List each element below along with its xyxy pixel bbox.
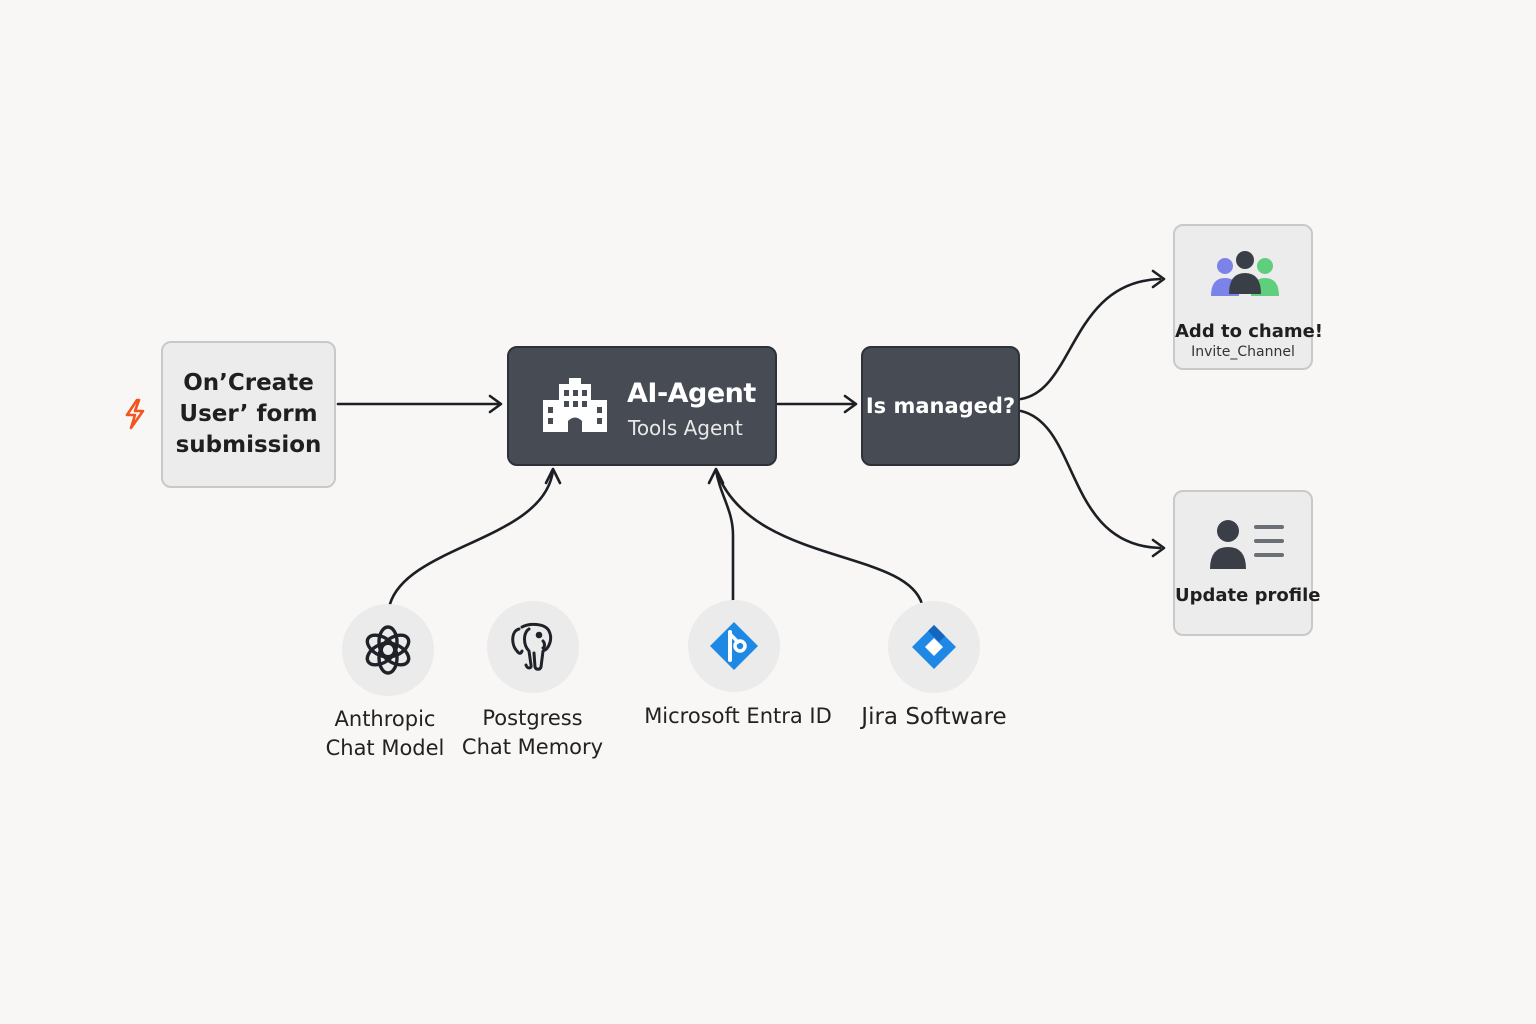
trigger-label: On’Create User’ form submission	[175, 370, 322, 458]
edge-decision-to-channel	[1019, 277, 1162, 401]
postgres-label-line1: Postgress	[482, 706, 583, 730]
anthropic-icon	[365, 625, 411, 675]
entra-tool-node[interactable]	[688, 600, 780, 692]
anthropic-tool-node[interactable]	[342, 604, 434, 696]
add-to-channel-title: Add to chame!	[1175, 321, 1324, 342]
jira-icon	[912, 625, 956, 669]
entra-label-line1: Microsoft Entra ID	[644, 704, 832, 728]
trigger-node[interactable]: On’Create User’ form submission	[161, 341, 336, 488]
ai-agent-subtitle: Tools Agent	[628, 416, 743, 440]
entra-tool-label: Microsoft Entra ID	[640, 702, 836, 731]
ai-agent-title: AI-Agent	[627, 378, 756, 409]
is-managed-node[interactable]: Is managed?	[861, 346, 1020, 466]
arrowhead-agent-bottom-right	[707, 467, 725, 485]
anthropic-tool-label: Anthropic Chat Model	[315, 705, 455, 763]
edge-jira-to-agent	[714, 468, 924, 606]
users-group-icon	[1211, 251, 1279, 296]
edge-entra-to-agent	[714, 468, 735, 603]
arrowhead-agent-bottom-left	[544, 467, 562, 485]
arrowhead-decision	[843, 394, 858, 414]
update-profile-node[interactable]: Update profile	[1173, 490, 1321, 636]
ai-agent-node[interactable]: AI-Agent Tools Agent	[507, 346, 777, 466]
update-profile-title: Update profile	[1175, 585, 1321, 606]
building-icon	[543, 378, 607, 432]
entra-id-icon	[710, 622, 758, 670]
is-managed-label: Is managed?	[865, 394, 1016, 418]
jira-tool-label: Jira Software	[852, 703, 1016, 732]
arrowhead-profile	[1151, 538, 1166, 558]
add-to-channel-node[interactable]: Add to chame! Invite_Channel	[1173, 224, 1324, 370]
profile-card-icon	[1210, 520, 1284, 569]
arrowhead-agent-left	[488, 394, 503, 414]
anthropic-label-line2: Chat Model	[325, 736, 445, 760]
jira-tool-node[interactable]	[888, 601, 980, 693]
lightning-bolt-icon	[125, 398, 145, 430]
edge-anthropic-to-agent	[388, 468, 555, 606]
postgres-tool-label: Postgress Chat Memory	[455, 704, 610, 762]
anthropic-label-line1: Anthropic	[334, 707, 436, 731]
arrowhead-channel	[1151, 269, 1166, 289]
postgres-elephant-icon	[511, 622, 553, 671]
edge-decision-to-profile	[1019, 409, 1162, 550]
jira-label-line1: Jira Software	[861, 704, 1007, 730]
postgres-label-line2: Chat Memory	[461, 735, 604, 759]
add-to-channel-subtitle: Invite_Channel	[1191, 344, 1295, 360]
postgres-tool-node[interactable]	[487, 601, 579, 693]
